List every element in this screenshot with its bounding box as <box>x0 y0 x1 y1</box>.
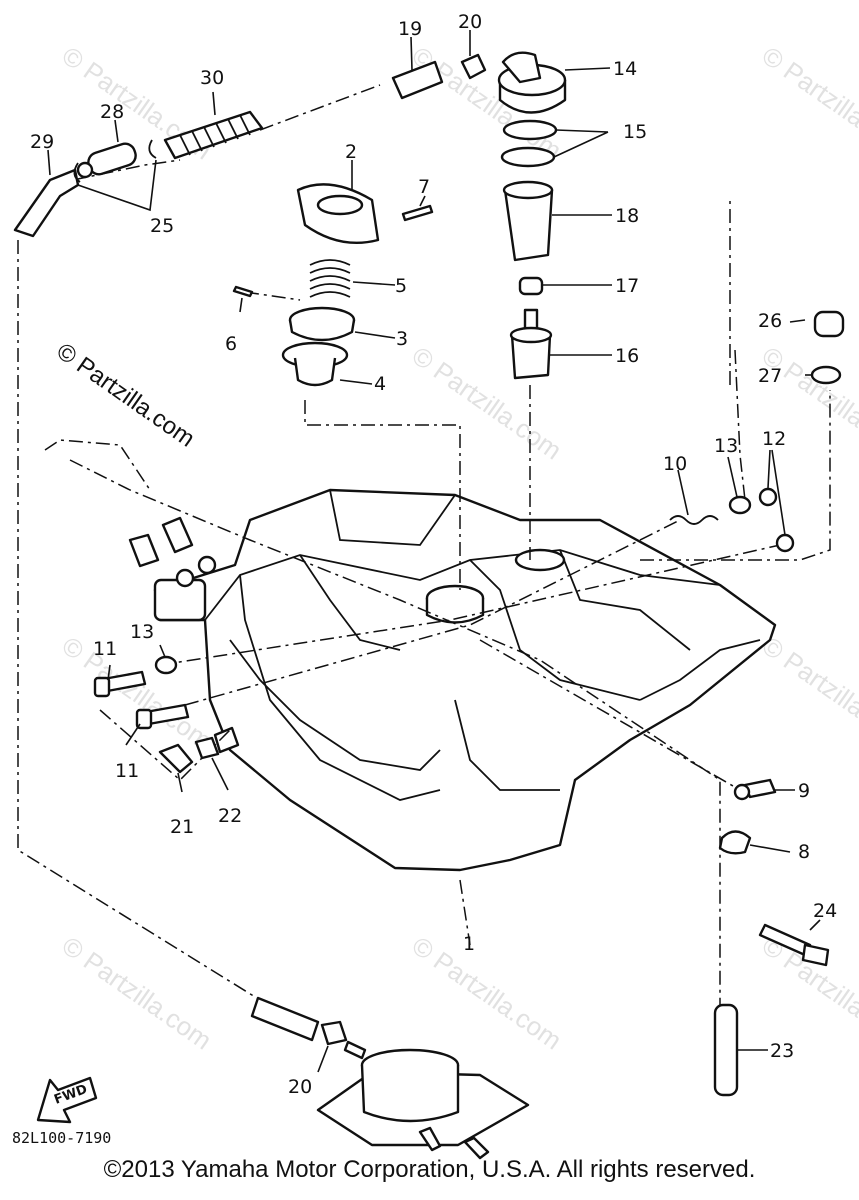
callout-2: 2 <box>345 141 357 163</box>
callout-11-lower: 11 <box>115 760 139 782</box>
part-23-tube <box>713 1003 739 1097</box>
part-16-fuel-pickup <box>509 308 553 380</box>
callout-23: 23 <box>770 1040 794 1062</box>
callout-30: 30 <box>200 67 224 89</box>
part-vent-hose-b <box>161 516 194 554</box>
callout-4: 4 <box>374 373 386 395</box>
callout-5: 5 <box>395 275 407 297</box>
part-9-fitting <box>733 778 777 801</box>
callout-13-right: 13 <box>714 435 738 457</box>
part-17-clip <box>518 276 544 296</box>
fwd-arrow-icon: FWD <box>36 1076 98 1124</box>
leader-lines <box>47 30 821 1073</box>
callout-16: 16 <box>615 345 639 367</box>
part-10-clip <box>669 515 719 525</box>
watermark-main: © Partzilla.com <box>52 338 200 453</box>
callout-28: 28 <box>100 101 124 123</box>
callout-20-bottom: 20 <box>288 1076 312 1098</box>
drawing-code: 82L100-7190 <box>12 1129 111 1147</box>
part-13-washer-left <box>154 655 178 675</box>
watermark-tile: © Partzilla.com <box>757 630 859 755</box>
callout-21: 21 <box>170 816 194 838</box>
callout-numbers: 1 2 3 4 5 6 7 8 9 10 11 11 12 13 13 14 1… <box>30 11 837 1098</box>
callout-7: 7 <box>418 176 430 198</box>
callout-6: 6 <box>225 333 237 355</box>
watermark-tile: © Partzilla.com <box>407 930 568 1055</box>
callout-12: 12 <box>762 428 786 450</box>
part-5-spring <box>309 259 351 298</box>
part-13-washer <box>728 495 752 515</box>
watermark-tile: © Partzilla.com <box>57 630 218 755</box>
callout-26: 26 <box>758 310 782 332</box>
part-20-clamp-top <box>460 53 487 80</box>
part-29-hose <box>13 168 80 238</box>
callout-1: 1 <box>463 933 475 955</box>
part-7-pin <box>401 204 434 222</box>
callout-17: 17 <box>615 275 639 297</box>
part-6-pin <box>232 285 254 298</box>
callout-14: 14 <box>613 58 637 80</box>
part-25-clips <box>73 139 157 183</box>
copyright-notice: ©2013 Yamaha Motor Corporation, U.S.A. A… <box>103 1156 756 1183</box>
part-8-cap <box>718 830 752 855</box>
part-26-grommet <box>813 310 845 338</box>
part-30-corrugated-hose <box>163 110 264 160</box>
callout-8: 8 <box>798 841 810 863</box>
callout-18: 18 <box>615 205 639 227</box>
callout-24: 24 <box>813 900 837 922</box>
part-2-filler-cap <box>296 183 380 244</box>
part-3-seal-ring <box>288 306 356 342</box>
part-24-strap <box>758 923 830 967</box>
callout-3: 3 <box>396 328 408 350</box>
callout-22: 22 <box>218 805 242 827</box>
part-14-pump-cap <box>497 51 567 114</box>
watermark-tile: © Partzilla.com <box>57 930 218 1055</box>
part-20-clamp-lower <box>320 1020 348 1046</box>
part-vent-hose-a <box>128 533 160 568</box>
part-12-clips <box>758 487 795 553</box>
part-19-hose <box>391 60 444 100</box>
part-22-clamp <box>194 736 220 760</box>
callout-19: 19 <box>398 18 422 40</box>
part-18-sleeve <box>502 180 554 262</box>
part-21-hose <box>158 743 194 774</box>
part-27-washer <box>810 365 842 385</box>
fuel-tank <box>153 488 777 872</box>
callout-10: 10 <box>663 453 687 475</box>
part-4-filler-neck <box>281 341 349 387</box>
callout-25: 25 <box>150 215 174 237</box>
assembly-lines <box>17 84 831 1020</box>
callout-13-left: 13 <box>130 621 154 643</box>
callout-20-top: 20 <box>458 11 482 33</box>
callout-15: 15 <box>623 121 647 143</box>
part-28-pipe <box>76 142 137 179</box>
part-11-bolts <box>93 670 190 730</box>
callout-9: 9 <box>798 780 810 802</box>
part-fuel-filter <box>316 1040 530 1160</box>
callout-29: 29 <box>30 131 54 153</box>
watermark-tile: © Partzilla.com <box>757 40 859 165</box>
callout-27: 27 <box>758 365 782 387</box>
part-lower-hose <box>250 996 320 1042</box>
callout-11-upper: 11 <box>93 638 117 660</box>
